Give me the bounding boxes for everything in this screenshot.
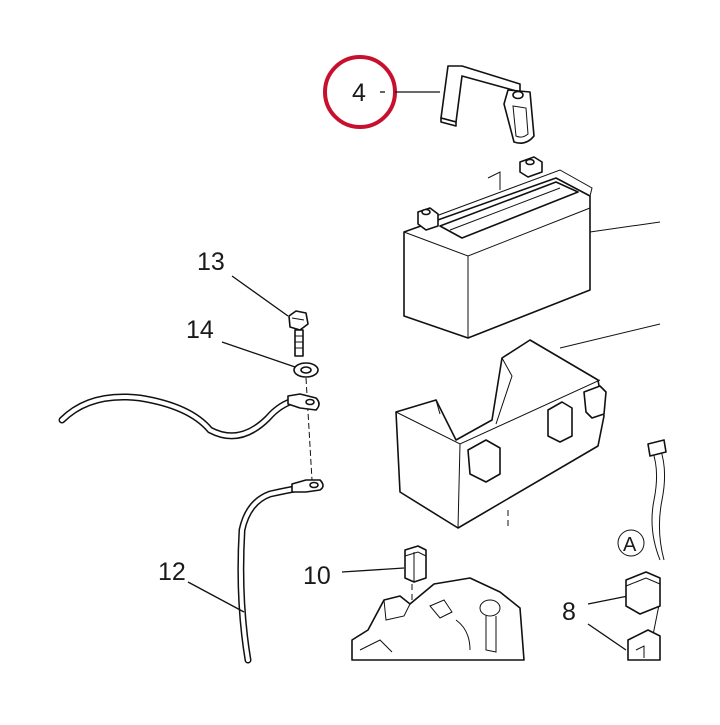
battery-cable-upper [58, 393, 320, 440]
battery [403, 156, 661, 339]
label-8: 8 [562, 598, 576, 626]
label-13: 13 [197, 248, 225, 276]
callout-4[interactable]: 4 [323, 55, 440, 129]
label-10: 10 [303, 562, 331, 590]
leader-8b [587, 623, 627, 651]
leader-12 [187, 581, 245, 613]
label-12: 12 [158, 558, 186, 586]
fuse-box [351, 577, 525, 661]
callout-12[interactable]: 12 [158, 558, 245, 613]
wire-harness [647, 439, 667, 661]
callout-13[interactable]: 13 [197, 248, 289, 317]
label-14: 14 [186, 316, 214, 344]
washer [293, 362, 319, 481]
leader-10 [341, 567, 405, 573]
bolt [288, 310, 309, 357]
leader-14 [221, 341, 299, 369]
battery-strap [440, 65, 535, 144]
label-4: 4 [352, 79, 366, 107]
leader-8a [587, 595, 629, 605]
label-A: A [623, 534, 637, 556]
callout-14[interactable]: 14 [186, 316, 299, 369]
leader-13 [231, 275, 289, 317]
circle-A [617, 529, 645, 557]
callout-10[interactable]: 10 [303, 562, 405, 590]
callout-A[interactable]: A [617, 529, 645, 557]
relay [625, 571, 661, 661]
battery-tray [395, 323, 661, 530]
callout-8[interactable]: 8 [562, 595, 629, 651]
fuse [404, 545, 427, 660]
